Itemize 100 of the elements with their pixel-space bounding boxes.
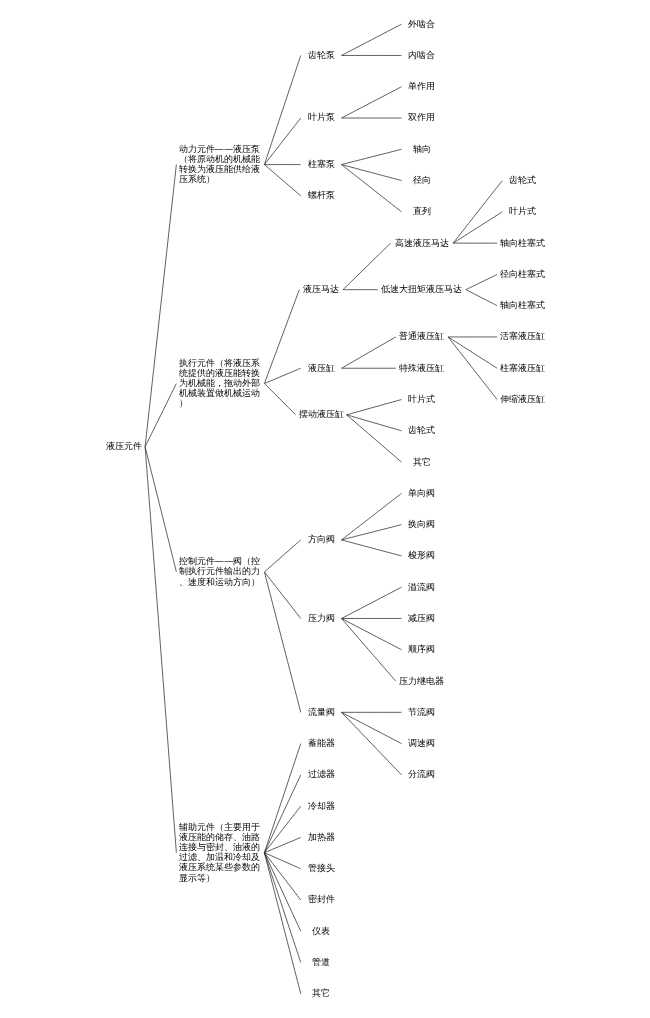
node-text: 溢流阀	[407, 580, 435, 592]
connector	[263, 367, 301, 384]
connector	[342, 242, 391, 291]
connector	[263, 289, 300, 384]
node-text: 液压元件	[105, 440, 142, 452]
connector	[340, 586, 402, 619]
connector	[263, 383, 296, 416]
connector	[340, 86, 402, 119]
node-text: 单作用	[407, 80, 435, 92]
node-text: 螺杆泵	[307, 189, 335, 201]
node-text: 其它	[412, 455, 431, 467]
node-text: 齿轮式	[407, 424, 435, 436]
connector	[340, 148, 402, 165]
connector	[465, 274, 498, 291]
node-text: 执行元件（将液压系统提供的液压能转换为机械能，拖动外部机械装置做机械运动）	[178, 356, 260, 409]
connector	[263, 164, 301, 165]
node-text: 内啮合	[407, 48, 435, 60]
node-text: 普通液压缸	[398, 330, 444, 342]
node-text: 过滤器	[307, 768, 335, 780]
node-text: 分流阀	[407, 768, 435, 780]
connector	[144, 446, 177, 854]
node-text: 冷却器	[307, 799, 335, 811]
node-text: 轴向	[412, 142, 431, 154]
connector	[263, 852, 301, 995]
connector	[340, 164, 402, 213]
node-text: 双作用	[407, 111, 435, 123]
node-text: 外啮合	[407, 17, 435, 29]
connector	[340, 336, 396, 369]
connector	[340, 367, 396, 369]
node-text: 径向	[412, 174, 431, 186]
connector	[263, 571, 301, 713]
node-text: 径向柱塞式	[499, 267, 545, 279]
node-text: 控制元件——阀（控制执行元件输出的力、速度和运动方向）	[178, 555, 260, 587]
node-text: 调速阀	[407, 737, 435, 749]
connector	[263, 571, 301, 619]
connector	[340, 117, 402, 119]
node-text: 蓄能器	[307, 737, 335, 749]
node-text: 液压缸	[307, 361, 335, 373]
connector	[447, 336, 498, 369]
connector	[263, 164, 301, 197]
node-text: 活塞液压缸	[499, 330, 545, 342]
node-text: 齿轮式	[508, 174, 536, 186]
node-text: 其它	[311, 987, 330, 999]
connector	[447, 336, 498, 338]
connector	[263, 852, 301, 932]
node-text: 摆动液压缸	[298, 408, 344, 420]
node-text: 压力继电器	[398, 674, 444, 686]
connector	[340, 711, 402, 744]
connector	[263, 539, 301, 573]
connector	[263, 852, 301, 870]
connector	[345, 399, 402, 416]
connector	[340, 23, 402, 56]
connector	[263, 117, 301, 165]
node-text: 顺序阀	[407, 643, 435, 655]
node-text: 轴向柱塞式	[499, 236, 545, 248]
connector	[263, 852, 301, 901]
node-text: 压力阀	[307, 611, 335, 623]
connector	[465, 289, 498, 307]
node-text: 管道	[311, 956, 330, 968]
connector	[452, 211, 503, 244]
node-text: 柱塞泵	[307, 158, 335, 170]
node-text: 动力元件——液压泵（将原动机的机械能转换为液压能供给液压系统）	[178, 142, 260, 185]
connector	[340, 618, 402, 619]
node-text: 低速大扭矩液压马达	[380, 283, 462, 295]
node-text: 柱塞液压缸	[499, 361, 545, 373]
node-text: 高速液压马达	[394, 236, 449, 248]
connector	[340, 539, 402, 557]
node-text: 叶片式	[407, 393, 435, 404]
node-text: 管接头	[307, 862, 335, 874]
connector	[345, 414, 402, 432]
connector	[447, 336, 498, 400]
connector	[340, 711, 402, 713]
connector	[452, 180, 503, 244]
node-text: 叶片式	[508, 205, 536, 217]
connector	[340, 618, 402, 651]
connector	[340, 55, 402, 56]
node-text: 减压阀	[407, 611, 435, 623]
node-text: 换向阀	[407, 518, 435, 530]
connector	[263, 805, 301, 854]
connector	[340, 524, 402, 541]
node-text: 叶片泵	[307, 111, 335, 123]
connector	[263, 743, 301, 854]
connector	[263, 837, 301, 854]
node-text: 特殊液压缸	[398, 361, 444, 373]
connector	[340, 711, 402, 776]
connector	[263, 774, 301, 854]
node-text: 直列	[412, 205, 431, 217]
node-text: 流量阀	[307, 705, 335, 717]
node-text: 齿轮泵	[307, 48, 335, 60]
connector	[144, 383, 177, 448]
connector	[452, 242, 498, 244]
node-text: 加热器	[307, 830, 335, 842]
node-text: 仪表	[311, 924, 330, 936]
node-text: 伸缩液压缸	[499, 393, 545, 404]
node-text: 梭形阀	[407, 549, 435, 561]
connector	[340, 618, 396, 682]
node-text: 方向阀	[307, 533, 335, 545]
connector	[340, 493, 402, 541]
node-text: 液压马达	[302, 283, 339, 295]
node-text: 轴向柱塞式	[499, 299, 545, 311]
